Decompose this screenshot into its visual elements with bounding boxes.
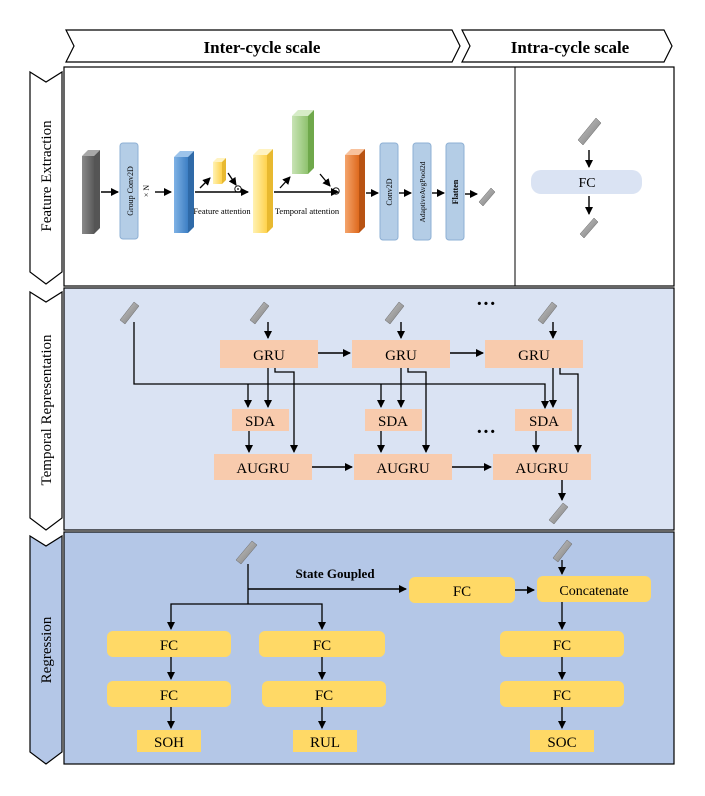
gru-box-3	[485, 340, 583, 368]
gru-label-1: GRU	[253, 348, 285, 364]
intra-cycle-fc: FC	[531, 117, 642, 239]
sda-box-3	[515, 409, 572, 431]
side-feature-extraction: Feature Extraction	[29, 70, 63, 285]
rul-fc-1-box	[259, 631, 385, 657]
augru-label-1: AUGRU	[236, 461, 290, 477]
sda-label-2: SDA	[378, 414, 408, 430]
feature-output-token	[478, 187, 496, 207]
soc-label: SOC	[547, 735, 576, 751]
soc-input-token	[552, 539, 573, 563]
flatten-box	[445, 142, 465, 241]
conv2d-label: Conv2D	[385, 178, 394, 205]
coupled-fc-label: FC	[453, 584, 471, 600]
augru-label-2: AUGRU	[376, 461, 430, 477]
sda-box-1	[232, 409, 289, 431]
regression-label: Regression	[39, 616, 55, 683]
flatten-label: Flatten	[451, 179, 460, 204]
rul-fc-2-label: FC	[315, 688, 333, 704]
intra-output-token	[579, 217, 599, 239]
rul-fc-1-label: FC	[313, 638, 331, 654]
ellipsis-middle: ···	[476, 421, 496, 443]
temporal-network: ··· GRU GRU GRU SDA SDA SDA ···	[119, 293, 591, 525]
gru-label-2: GRU	[385, 348, 417, 364]
odot-feature	[234, 185, 242, 193]
input-block	[82, 156, 94, 234]
temporal-input-token-3	[537, 301, 558, 325]
intra-cycle-label: Intra-cycle scale	[511, 38, 630, 57]
rul-output-box	[293, 730, 357, 752]
augru-box-1	[214, 454, 312, 480]
soc-output-box	[530, 730, 594, 752]
gru-box-1	[220, 340, 318, 368]
sda-label-1: SDA	[245, 414, 275, 430]
intra-fc-label: FC	[578, 176, 595, 191]
group-conv2d-label: Group Conv2D	[126, 166, 135, 216]
regression-input-token	[235, 540, 258, 565]
rul-fc-2-box	[262, 681, 386, 707]
temporal-input-token-0	[119, 301, 140, 325]
feature-attention-label: Feature attention	[193, 206, 251, 216]
intra-fc-box	[531, 170, 642, 194]
augru-box-3	[493, 454, 591, 480]
temporal-attention-label: Temporal attention	[275, 206, 340, 216]
sda-label-3: SDA	[529, 414, 559, 430]
temporal-input-token-1	[249, 301, 270, 325]
soh-label: SOH	[154, 735, 184, 751]
coupled-fc-box	[409, 577, 515, 603]
header-inter-cycle: Inter-cycle scale	[65, 29, 461, 63]
soc-fc-1-label: FC	[553, 638, 571, 654]
rul-label: RUL	[310, 735, 340, 751]
ellipsis-top: ···	[476, 293, 496, 315]
times-n-label: × N	[142, 185, 151, 198]
temporal-input-token-2	[384, 301, 405, 325]
soc-fc-2-box	[500, 681, 624, 707]
soc-fc-1-box	[500, 631, 624, 657]
conv2d-box	[379, 142, 399, 241]
gru-box-2	[352, 340, 450, 368]
soh-fc-2-label: FC	[160, 688, 178, 704]
concatenate-label: Concatenate	[559, 584, 628, 599]
augru-label-3: AUGRU	[515, 461, 569, 477]
feature-weighted-block	[253, 155, 267, 233]
soh-fc-2-box	[107, 681, 231, 707]
intra-input-token	[577, 117, 602, 146]
side-regression: Regression	[29, 534, 63, 765]
augru-box-2	[354, 454, 452, 480]
header-intra-cycle: Intra-cycle scale	[461, 29, 673, 63]
concatenate-box	[537, 576, 651, 602]
regression-network: State Goupled FC FC SOH FC FC RUL FC Con…	[107, 539, 651, 752]
gru-label-3: GRU	[518, 348, 550, 364]
adaptive-pool-box	[412, 142, 432, 241]
inter-cycle-label: Inter-cycle scale	[204, 38, 321, 57]
temporal-attention-block	[292, 116, 308, 174]
soh-fc-1-box	[107, 631, 231, 657]
temporal-output-token	[548, 502, 569, 525]
temporal-representation-label: Temporal Representation	[39, 334, 55, 485]
side-temporal-representation: Temporal Representation	[29, 290, 63, 531]
soh-fc-1-label: FC	[160, 638, 178, 654]
feature-extraction-label: Feature Extraction	[39, 120, 55, 232]
feature-attention-block	[213, 162, 222, 184]
state-coupled-label: State Goupled	[295, 566, 375, 581]
soh-output-box	[137, 730, 201, 752]
sda-box-2	[365, 409, 422, 431]
group-conv2d-box	[119, 142, 139, 240]
temporal-weighted-block	[345, 155, 359, 233]
conv-feature-block	[174, 157, 188, 233]
feature-pipeline: Group Conv2D × N Feature attention Tempo…	[82, 110, 496, 241]
soc-fc-2-label: FC	[553, 688, 571, 704]
odot-temporal	[332, 187, 340, 195]
adaptive-pool-label: AdaptiveAvgPool2d	[418, 161, 427, 222]
